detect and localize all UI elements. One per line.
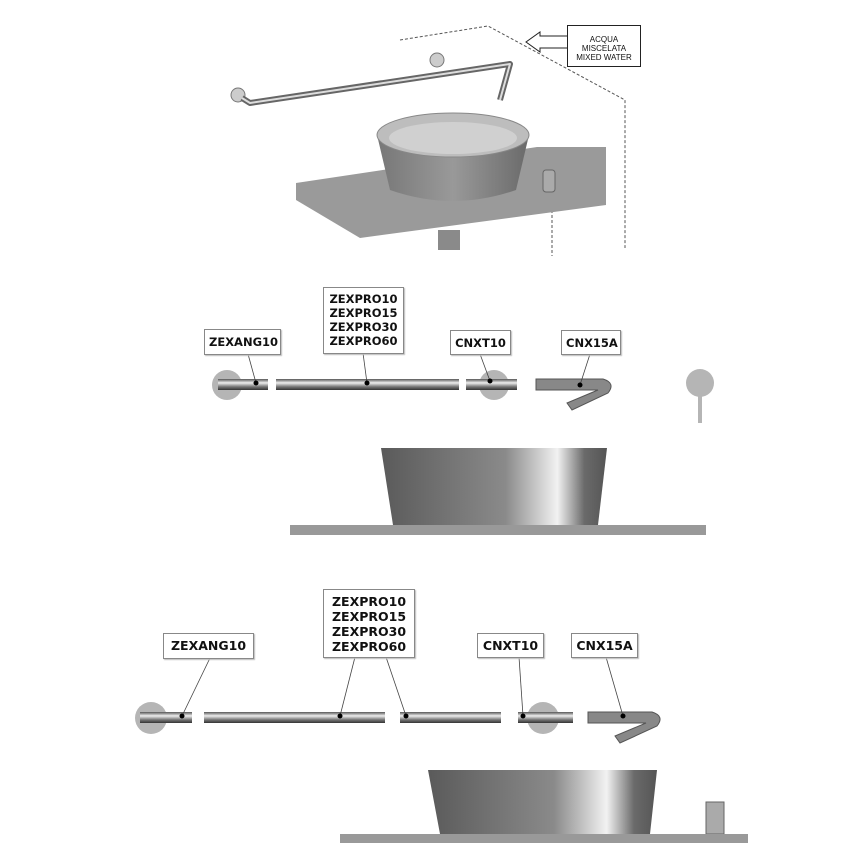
label-angle-middle: ZEXANG10 (204, 329, 281, 355)
label-text: CNX15A (566, 336, 618, 350)
countertop-side (340, 834, 748, 843)
spout (587, 711, 661, 744)
middle-elevation-view (212, 352, 714, 535)
label-text: ZEXPRO30 (331, 624, 407, 639)
basin-side (381, 448, 607, 525)
countertop-side (290, 525, 706, 535)
label-tee-bottom: CNXT10 (477, 633, 544, 658)
pipe-angle (218, 379, 268, 390)
wall-flange-2 (429, 52, 445, 68)
mixed-water-arrow (525, 31, 567, 53)
wall-mixer (686, 369, 714, 397)
pipe-tee (466, 379, 517, 390)
deck-valve (542, 169, 556, 193)
basin-side (428, 770, 657, 834)
label-angle-bottom: ZEXANG10 (163, 633, 254, 659)
label-text: ZEXANG10 (170, 638, 247, 653)
label-text: ZEXPRO60 (329, 334, 398, 348)
label-text: CNXT10 (482, 638, 539, 653)
wall-flange-1 (230, 87, 246, 103)
label-tee-middle: CNXT10 (450, 330, 511, 355)
leader-lines (247, 352, 591, 386)
pipe-tee (518, 712, 573, 723)
leader-dots (179, 713, 626, 719)
label-spout-middle: CNX15A (561, 330, 621, 355)
label-text: ZEXPRO10 (329, 292, 398, 306)
dashed-wall-outline (399, 25, 626, 256)
leader-dots (253, 378, 583, 388)
label-text: CNXT10 (455, 336, 506, 350)
label-text: ZEXPRO60 (331, 639, 407, 654)
label-text: CNX15A (576, 638, 633, 653)
pedestal (438, 230, 460, 250)
leader-lines (181, 656, 624, 717)
mixed-water-callout: ACQUA MISCELATA MIXED WATER (567, 25, 641, 67)
label-extensions-bottom: ZEXPRO10 ZEXPRO15 ZEXPRO30 ZEXPRO60 (323, 589, 415, 658)
label-text: ZEXPRO10 (331, 594, 407, 609)
label-text: ZEXPRO30 (329, 320, 398, 334)
top-3d-view (230, 25, 626, 256)
label-text: ZEXPRO15 (331, 609, 407, 624)
pipe-extension-1 (204, 712, 385, 723)
callout-line-italian: ACQUA MISCELATA (581, 35, 627, 53)
deck-valve (705, 801, 725, 835)
pipe-extension-2 (400, 712, 501, 723)
label-spout-bottom: CNX15A (571, 633, 638, 658)
callout-line-english: MIXED WATER (576, 53, 632, 62)
bottom-elevation-view (135, 656, 748, 843)
label-text: ZEXANG10 (209, 335, 279, 349)
label-text: ZEXPRO15 (329, 306, 398, 320)
label-extensions-middle: ZEXPRO10 ZEXPRO15 ZEXPRO30 ZEXPRO60 (323, 287, 404, 354)
spout (535, 378, 612, 411)
pipe-angle (140, 712, 192, 723)
